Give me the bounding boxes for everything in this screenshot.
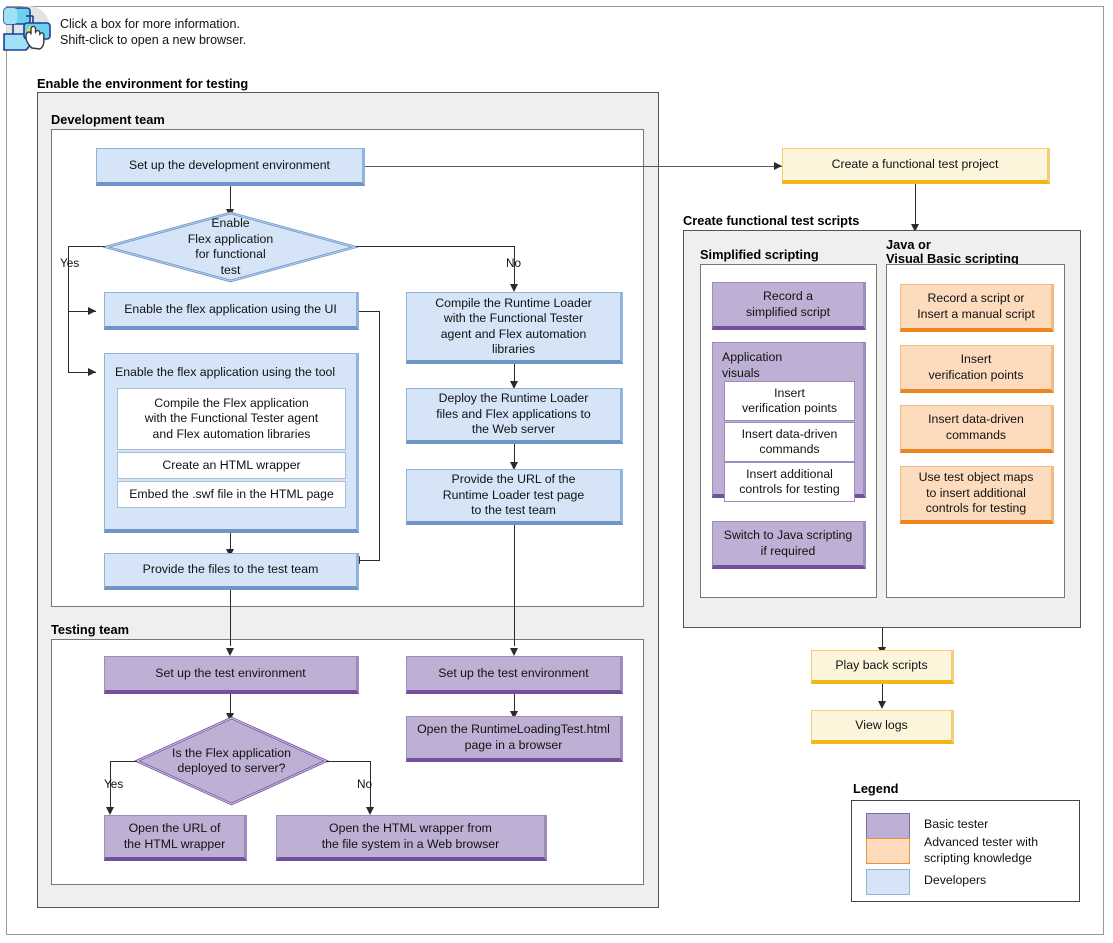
connector-scripts-to-playback: [882, 628, 884, 650]
connector-tool-to-provide: [230, 533, 232, 552]
box-view-logs[interactable]: View logs: [811, 710, 954, 744]
connector-setup-to-decision: [230, 186, 232, 212]
box-create-html-wrapper[interactable]: Create an HTML wrapper: [117, 452, 346, 479]
box-compile-runtime-loader[interactable]: Compile the Runtime Loader with the Func…: [406, 292, 623, 364]
box-create-functional-test-project[interactable]: Create a functional test project: [782, 148, 1050, 184]
connector-decision-no: [356, 246, 515, 248]
box-embed-swf-file[interactable]: Embed the .swf file in the HTML page: [117, 481, 346, 508]
box-insert-verification-points-java[interactable]: Insert verification points: [900, 345, 1054, 393]
panel-title-testing-team: Testing team: [51, 622, 129, 637]
legend-label-advanced-tester: Advanced tester with scripting knowledge: [924, 835, 1039, 865]
header-instructions: Click a box for more information. Shift-…: [60, 16, 390, 48]
connector-test-yes: [110, 761, 137, 763]
box-enable-flex-using-ui[interactable]: Enable the flex application using the UI: [104, 292, 359, 330]
header-note-line1: Click a box for more information.: [60, 17, 240, 31]
group-title-enable-flex-using-tool: Enable the flex application using the to…: [115, 365, 336, 379]
connector-yes-to-enable-tool: [68, 372, 96, 374]
connector-provide-to-test-env: [230, 590, 232, 646]
header-note-line2: Shift-click to open a new browser.: [60, 33, 247, 47]
box-setup-test-environment-left[interactable]: Set up the test environment: [104, 656, 359, 694]
box-setup-development-environment[interactable]: Set up the development environment: [96, 148, 365, 186]
decision-flex-deployed-label: Is the Flex application deployed to serv…: [172, 745, 291, 776]
decision-flex-deployed-to-server[interactable]: Is the Flex application deployed to serv…: [134, 716, 329, 806]
legend-title: Legend: [853, 781, 899, 796]
edge-label-dev-no: No: [506, 256, 522, 270]
edge-label-test-yes: Yes: [104, 777, 124, 791]
arrowhead-url-to-test-env-right: [509, 648, 518, 656]
connector-dev-to-create-project: [365, 166, 782, 168]
edge-label-dev-yes: Yes: [60, 256, 80, 270]
box-record-simplified-script[interactable]: Record a simplified script: [712, 282, 866, 330]
arrowhead-compile-to-deploy: [509, 381, 518, 389]
box-open-url-html-wrapper[interactable]: Open the URL of the HTML wrapper: [104, 815, 247, 861]
connector-ui-into-provide: [358, 560, 380, 562]
connector-playback-to-viewlogs: [882, 684, 884, 704]
arrowhead-playback-to-viewlogs: [877, 701, 886, 709]
arrowhead-test-env-right-to-open-page: [509, 711, 518, 719]
box-use-test-object-maps[interactable]: Use test object maps to insert additiona…: [900, 466, 1054, 524]
box-record-or-insert-manual-script[interactable]: Record a script or Insert a manual scrip…: [900, 284, 1054, 332]
arrowhead-test-no: [366, 807, 374, 815]
connector-test-env-to-decision: [230, 694, 232, 716]
connector-decision-yes: [68, 246, 105, 248]
box-insert-data-driven-commands-simplified[interactable]: Insert data-driven commands: [724, 422, 855, 462]
flowchart-hand-cursor-icon: [2, 4, 58, 56]
connector-compile-to-deploy: [514, 364, 516, 384]
connector-test-no-vertical: [370, 761, 372, 809]
connector-deploy-to-url: [514, 444, 516, 465]
box-setup-test-environment-right[interactable]: Set up the test environment: [406, 656, 623, 694]
box-insert-data-driven-commands-java[interactable]: Insert data-driven commands: [900, 405, 1054, 453]
connector-ui-down: [379, 311, 381, 561]
connector-yes-to-enable-ui: [68, 311, 96, 313]
connector-test-no: [326, 761, 371, 763]
panel-title-simplified-scripting: Simplified scripting: [700, 247, 819, 262]
connector-decision-no-vertical: [514, 246, 516, 288]
arrowhead-test-env-to-decision: [225, 713, 234, 721]
group-title-application-visuals: Application visuals: [722, 350, 783, 380]
box-play-back-scripts[interactable]: Play back scripts: [811, 650, 954, 684]
decision-enable-flex-label: Enable Flex application for functional t…: [187, 216, 274, 277]
arrowhead-yes-to-enable-tool: [88, 367, 96, 376]
box-switch-to-java-scripting[interactable]: Switch to Java scripting if required: [712, 521, 866, 569]
box-provide-url-runtime-loader[interactable]: Provide the URL of the Runtime Loader te…: [406, 469, 623, 525]
legend-label-developers: Developers: [924, 873, 987, 887]
panel-title-create-functional-test-scripts: Create functional test scripts: [683, 213, 860, 228]
panel-title-development-team: Development team: [51, 112, 165, 127]
panel-title-java-vb-scripting: Java or Visual Basic scripting: [886, 237, 1019, 266]
box-open-html-wrapper-filesystem[interactable]: Open the HTML wrapper from the file syst…: [276, 815, 547, 861]
connector-project-to-scripts-panel: [915, 184, 917, 227]
box-provide-files-to-test-team[interactable]: Provide the files to the test team: [104, 553, 359, 590]
legend-swatch-basic-tester: [866, 813, 910, 839]
legend-swatch-developers: [866, 869, 910, 895]
arrowhead-project-to-scripts-panel: [910, 224, 919, 232]
box-open-runtimeloadingtest-page[interactable]: Open the RuntimeLoadingTest.html page in…: [406, 716, 623, 762]
connector-url-to-test-env-right: [514, 525, 516, 646]
arrowhead-decision-no: [510, 284, 518, 292]
arrowhead-yes-to-enable-ui: [88, 306, 96, 315]
legend-swatch-advanced-tester: [866, 838, 910, 864]
connector-test-yes-vertical: [110, 761, 112, 809]
arrowhead-dev-to-create-project: [774, 161, 782, 170]
box-deploy-runtime-loader[interactable]: Deploy the Runtime Loader files and Flex…: [406, 388, 623, 444]
connector-ui-right: [359, 311, 380, 313]
decision-enable-flex-application[interactable]: Enable Flex application for functional t…: [103, 211, 358, 283]
edge-label-test-no: No: [357, 777, 373, 791]
legend-label-basic-tester: Basic tester: [924, 817, 989, 831]
connector-test-env-right-to-open-page: [514, 694, 516, 714]
panel-title-enable-environment: Enable the environment for testing: [37, 76, 249, 91]
box-insert-additional-controls-simplified[interactable]: Insert additional controls for testing: [724, 462, 855, 502]
box-compile-flex-application[interactable]: Compile the Flex application with the Fu…: [117, 388, 346, 450]
connector-decision-yes-vertical: [68, 246, 70, 372]
arrowhead-deploy-to-url: [509, 462, 518, 470]
box-insert-verification-points-simplified[interactable]: Insert verification points: [724, 381, 855, 421]
arrowhead-provide-to-test-env: [225, 648, 234, 656]
arrowhead-test-yes: [106, 807, 114, 815]
